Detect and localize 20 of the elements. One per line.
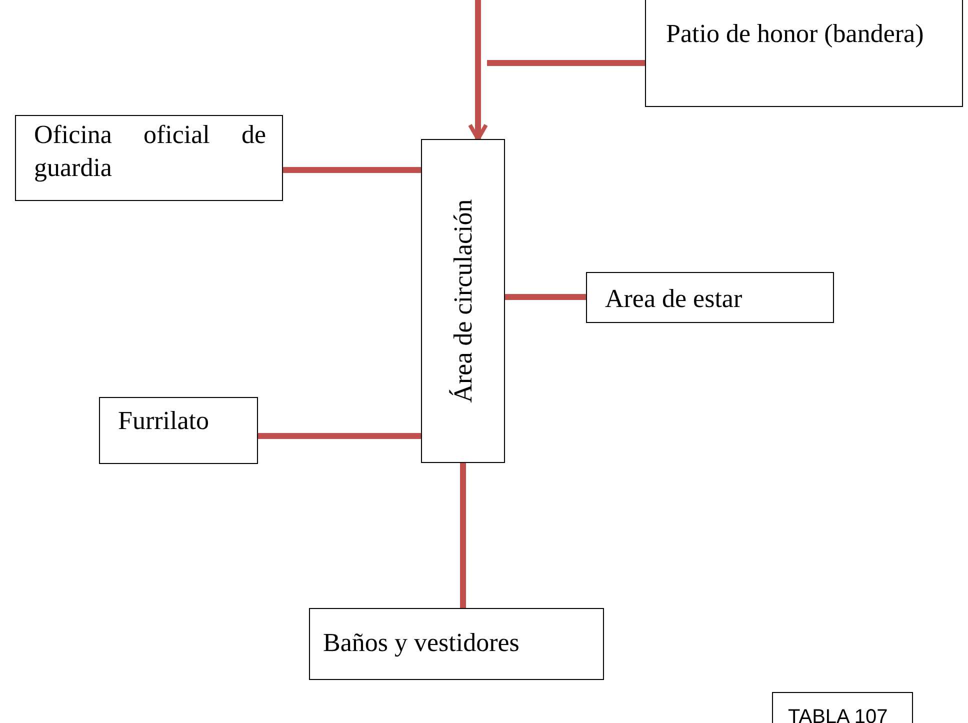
room-label: Area de estar xyxy=(605,283,744,315)
room-label: Baños y vestidores xyxy=(323,627,520,659)
connector-line xyxy=(505,294,586,300)
room-box xyxy=(772,692,913,723)
connector-line xyxy=(258,433,421,439)
connector-line xyxy=(487,60,645,66)
room-box xyxy=(645,0,963,107)
room-label: Oficina oficial de guardia xyxy=(34,119,266,184)
room-box xyxy=(586,272,834,323)
room-box xyxy=(309,608,604,680)
table-label: TABLA 107 xyxy=(788,705,889,723)
connector-line xyxy=(460,463,466,608)
room-box xyxy=(99,397,258,464)
vertical-box xyxy=(421,139,505,463)
room-box xyxy=(15,115,283,201)
room-label: Área de circulación xyxy=(448,199,478,403)
connector-line xyxy=(283,167,421,173)
room-label: Patio de honor (bandera) xyxy=(666,18,925,50)
room-label: Furrilato xyxy=(118,405,210,437)
arrow xyxy=(468,0,488,141)
